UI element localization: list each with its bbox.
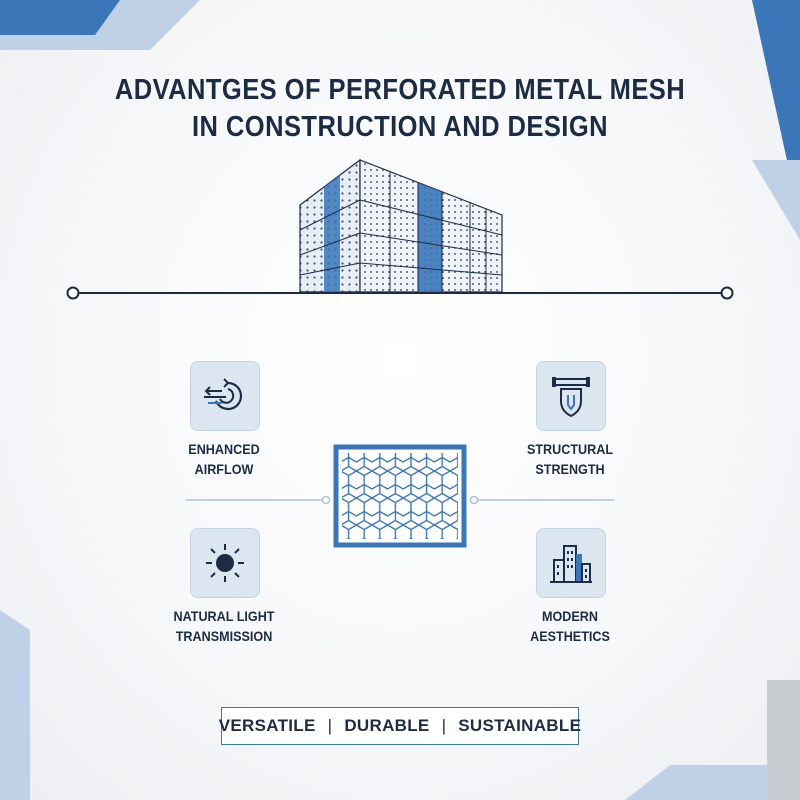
- connector-left: [186, 495, 331, 505]
- sun-icon: [206, 544, 244, 582]
- feature-label-strength: STRUCTURAL STRENGTH: [526, 441, 614, 477]
- feature-tile-light: [190, 528, 260, 598]
- tag-separator: |: [441, 716, 447, 735]
- connector-right: [469, 495, 614, 505]
- feature-label-airflow: ENHANCED AIRFLOW: [188, 441, 260, 477]
- ground-line: [66, 286, 734, 300]
- tag-sustainable: SUSTAINABLE: [458, 716, 582, 735]
- feature-tile-strength: [536, 361, 606, 431]
- corner-decoration-bottom-right: [625, 680, 800, 800]
- tag-versatile: VERSATILE: [218, 716, 316, 735]
- airflow-icon: [204, 378, 243, 411]
- tagline-box: VERSATILE | DURABLE | SUSTAINABLE: [218, 707, 582, 745]
- tag-separator: |: [327, 716, 333, 735]
- perforated-building-illustration: [299, 158, 503, 293]
- feature-label-light: NATURAL LIGHT TRANSMISSION: [173, 608, 275, 644]
- title-line-1: ADVANTGES OF PERFORATED METAL MESH: [114, 74, 686, 106]
- tag-durable: DURABLE: [344, 716, 430, 735]
- hex-mesh-panel-icon: [333, 444, 467, 548]
- page-title: ADVANTGES OF PERFORATED METAL MESH IN CO…: [48, 72, 752, 146]
- feature-tile-aesthetics: [536, 528, 606, 598]
- corner-decoration-top-right: [752, 0, 800, 240]
- beam-shield-icon: [552, 377, 590, 418]
- corner-decoration-top-left: [0, 0, 200, 50]
- feature-label-aesthetics: MODERN AESTHETICS: [530, 608, 610, 644]
- feature-tile-airflow: [190, 361, 260, 431]
- corner-decoration-bottom-left: [0, 610, 30, 800]
- buildings-icon: [550, 545, 592, 583]
- title-line-2: IN CONSTRUCTION AND DESIGN: [192, 111, 608, 143]
